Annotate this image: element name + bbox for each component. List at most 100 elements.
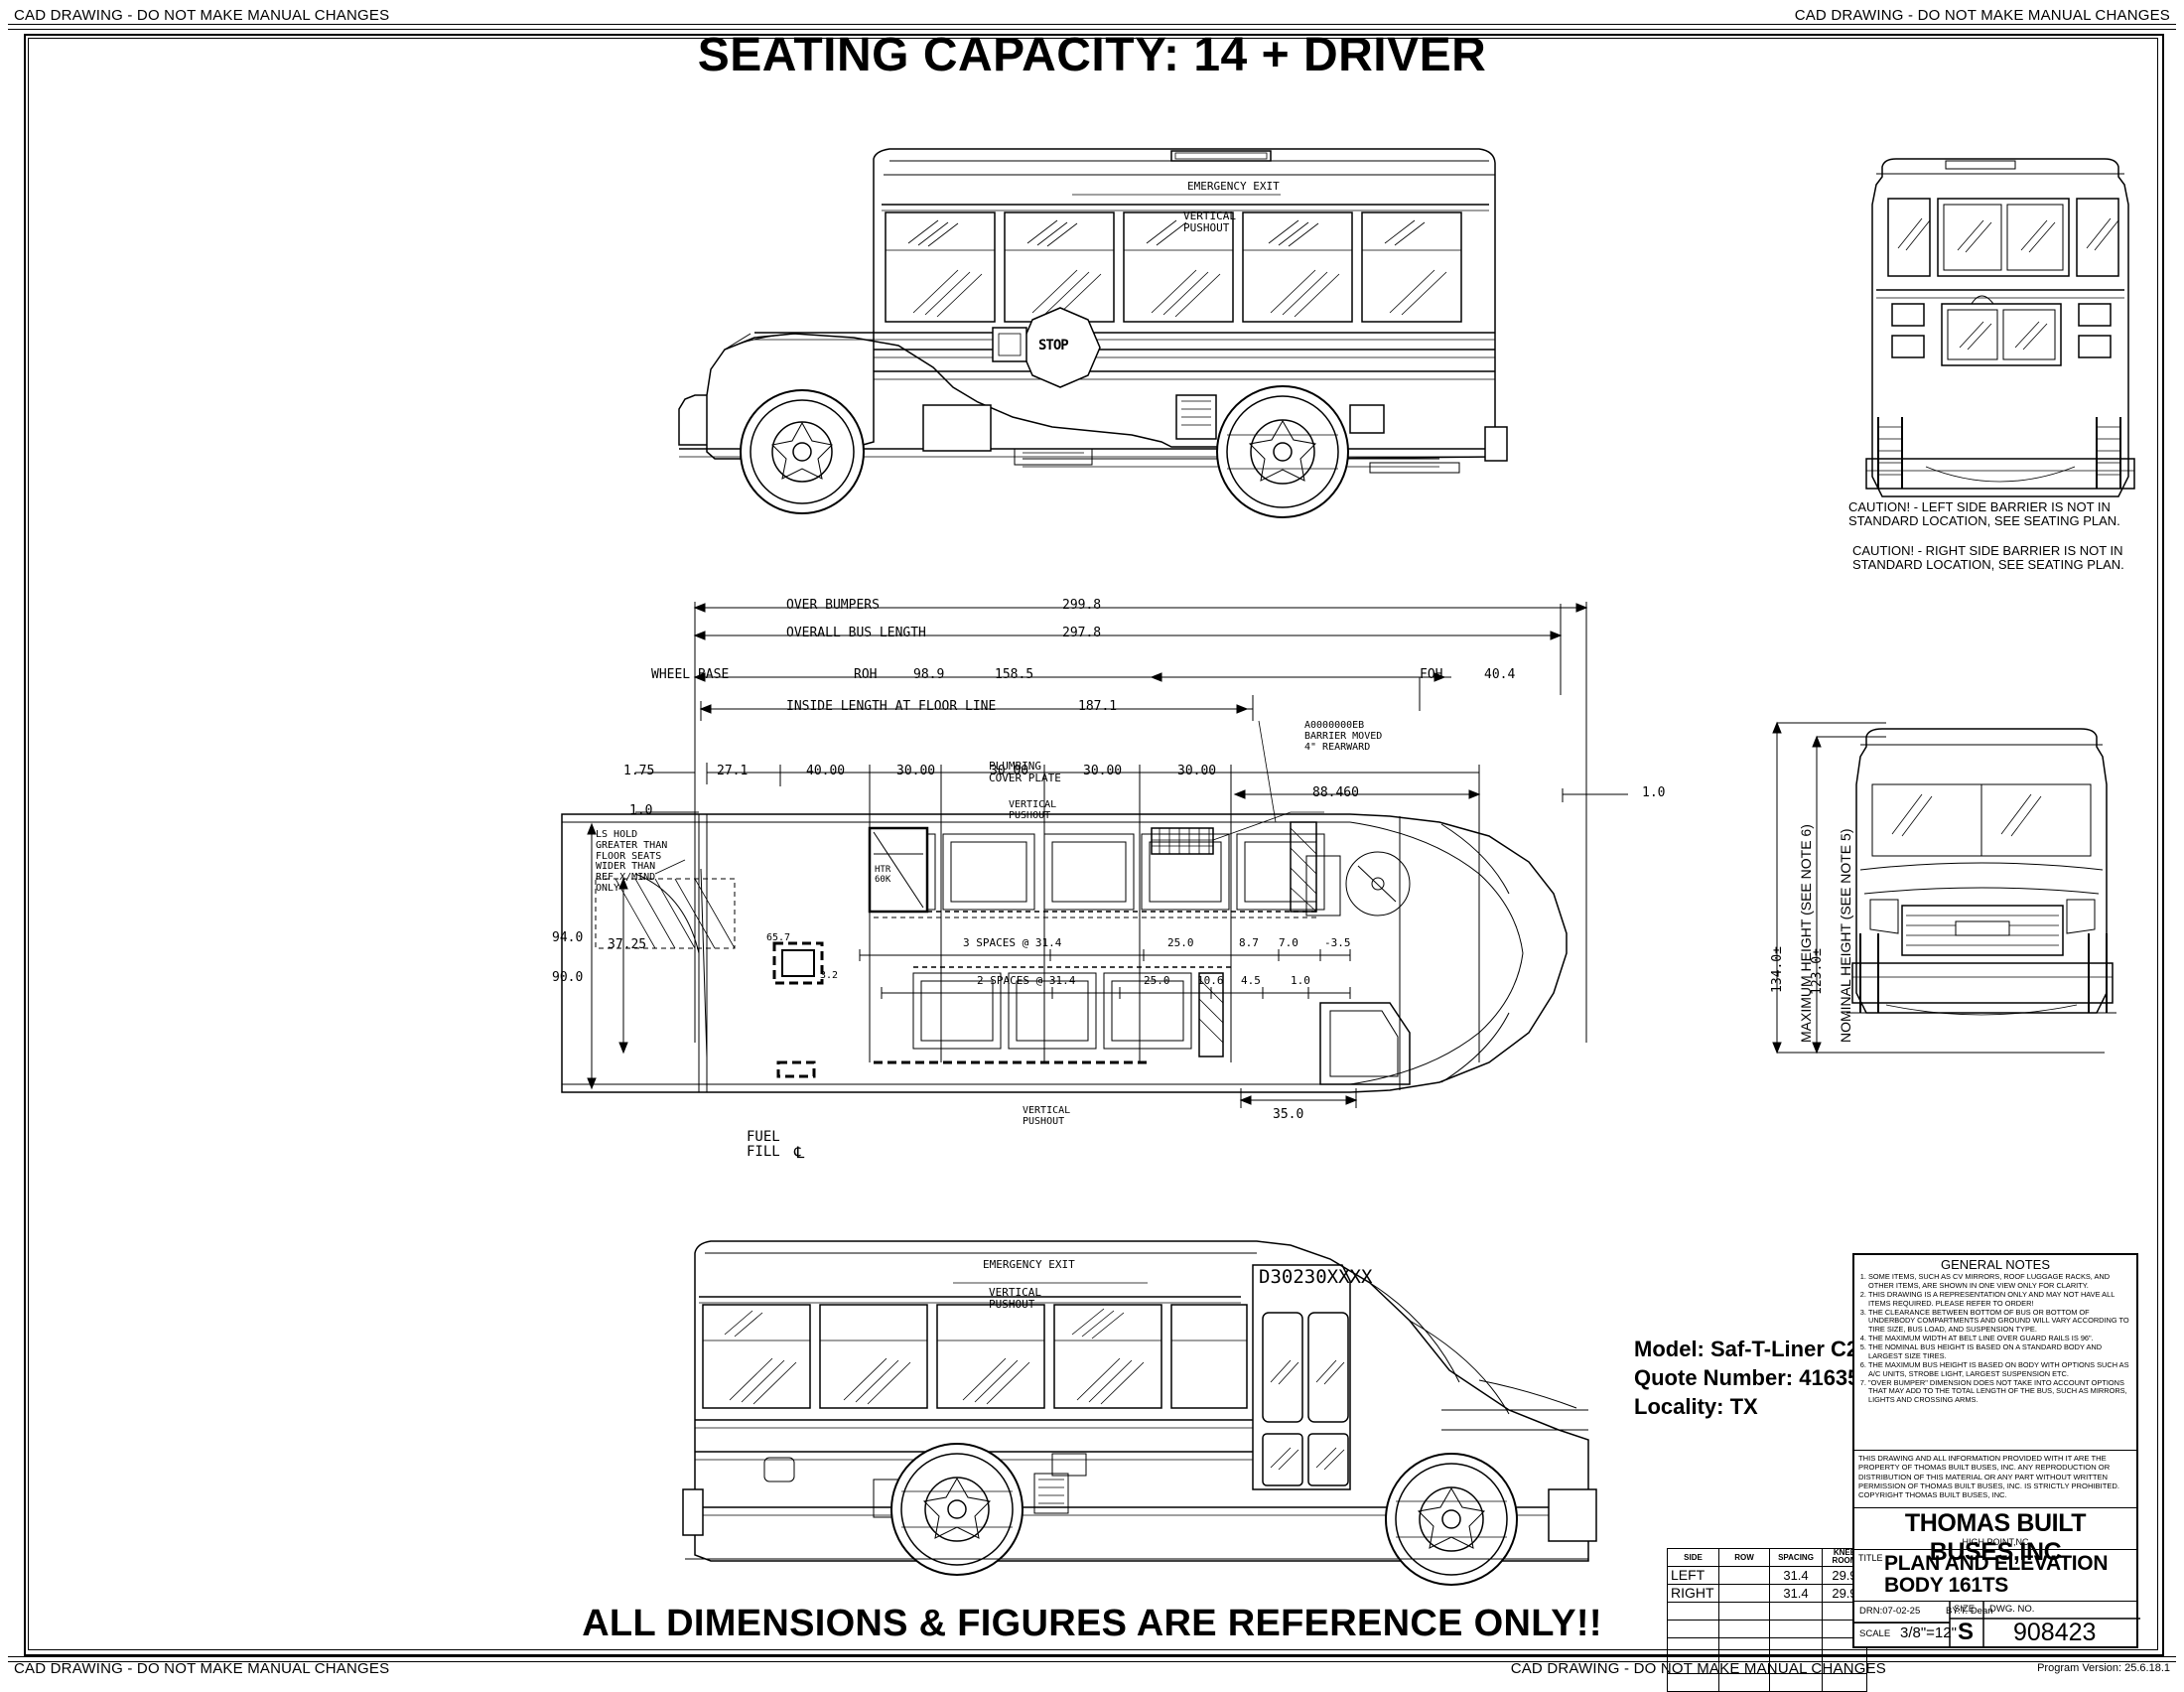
left-row-dim-7-0: 7.0 <box>1279 936 1298 949</box>
top-border-line-2 <box>8 29 2176 30</box>
watermark-top-left: CAD DRAWING - DO NOT MAKE MANUAL CHANGES <box>14 7 390 24</box>
model-name: Model: Saf-T-Liner C2 <box>1634 1337 1859 1361</box>
dim-wheelbase-value: 158.5 <box>995 667 1034 682</box>
title-field-label: TITLE <box>1858 1553 1883 1563</box>
table-row <box>1667 1654 1867 1674</box>
heater-label: HTR 60K <box>875 865 891 885</box>
cell-side: RIGHT <box>1667 1583 1719 1603</box>
cell-spacing: 31.4 <box>1769 1583 1823 1603</box>
dim-roh-value: 98.9 <box>913 667 945 682</box>
barrier-moved-note: A0000000EB BARRIER MOVED 4" REARWARD <box>1304 720 1383 753</box>
dim-over-bumpers-value: 299.8 <box>1062 598 1102 613</box>
size-value: S <box>1958 1619 1975 1645</box>
program-version: Program Version: 25.6.18.1 <box>2037 1662 2170 1674</box>
dim-37-25: 37.25 <box>608 937 647 952</box>
company-name: THOMAS BUILT BUSES,INC <box>1904 1509 2087 1566</box>
dim-wheelbase-label: WHEEL BASE <box>651 667 730 682</box>
drawing-title: PLAN AND ELEVATION BODY 161TS <box>1884 1552 2109 1598</box>
dim-width-94-0: 94.0 <box>552 930 584 945</box>
dwg-no-value: 908423 <box>2013 1619 2097 1646</box>
top-border-line <box>8 24 2176 25</box>
note-item: SOME ITEMS, SUCH AS CV MIRRORS, ROOF LUG… <box>1868 1272 2137 1291</box>
dim-inside-length-label: INSIDE LENGTH AT FLOOR LINE <box>786 699 997 714</box>
plan-vertical-pushout-top: VERTICAL PUSHOUT <box>1009 799 1057 821</box>
general-notes-list: SOME ITEMS, SUCH AS CV MIRRORS, ROOF LUG… <box>1857 1272 2137 1406</box>
dim-chain-27-1: 27.1 <box>717 764 749 778</box>
dim-width-90-0: 90.0 <box>552 970 584 985</box>
copyright-text: THIS DRAWING AND ALL INFORMATION PROVIDE… <box>1858 1454 2120 1499</box>
dim-foh-value: 40.4 <box>1484 667 1516 682</box>
note-item: "OVER BUMPER" DIMENSION DOES NOT TAKE IN… <box>1868 1378 2137 1406</box>
note-item: THE NOMINAL BUS HEIGHT IS BASED ON A STA… <box>1868 1342 2137 1361</box>
dim-foh-label: FOH <box>1420 667 1443 682</box>
dim-chain-30-00-c: 30.00 <box>1083 764 1123 778</box>
right-row-spacing-note: 2 SPACES @ 31.4 <box>977 974 1076 987</box>
quote-number: Quote Number: 416353 <box>1634 1365 1872 1391</box>
dim-chain-30-00-b: 30.00 <box>990 764 1029 778</box>
dim-inside-length-value: 187.1 <box>1078 699 1118 714</box>
dim-chain-1-75: 1.75 <box>623 764 655 778</box>
table-row <box>1667 1619 1867 1638</box>
cell-row <box>1718 1583 1770 1603</box>
dim-over-bumpers-label: OVER BUMPERS <box>786 598 880 613</box>
watermark-bottom-left: CAD DRAWING - DO NOT MAKE MANUAL CHANGES <box>14 1660 390 1677</box>
note-item: THIS DRAWING IS A REPRESENTATION ONLY AN… <box>1868 1290 2137 1309</box>
divider-company <box>1854 1507 2136 1508</box>
general-notes-heading: GENERAL NOTES <box>1940 1257 2051 1272</box>
dim-chain-40-00: 40.00 <box>806 764 846 778</box>
right-row-dim-1-0: 1.0 <box>1291 974 1310 987</box>
size-label: SIZE <box>1954 1604 1976 1615</box>
bottom-vertical-pushout-label: VERTICAL PUSHOUT <box>989 1286 1041 1311</box>
dim-88-460: 88.460 <box>1312 785 1359 800</box>
locality: Locality: TX <box>1634 1394 1758 1420</box>
right-row-dim-25: 25.0 <box>1144 974 1170 987</box>
fuel-fill-centerline-icon: ℄ <box>794 1143 805 1162</box>
drawing-frame-outer <box>24 34 2164 1656</box>
seating-table-body: LEFT 31.4 29.9 RIGHT 31.4 29.9 <box>1667 1565 1867 1692</box>
th-spacing: SPACING <box>1769 1548 1823 1567</box>
table-row: RIGHT 31.4 29.9 <box>1667 1583 1867 1603</box>
bottom-border-line <box>8 1656 2176 1657</box>
body-number-label: D30230XXXX <box>1259 1266 1373 1288</box>
cell-side: LEFT <box>1667 1565 1719 1585</box>
caution-right-barrier-note: CAUTION! - RIGHT SIDE BARRIER IS NOT IN … <box>1852 543 2124 573</box>
side-vertical-pushout-label: VERTICAL PUSHOUT <box>1183 210 1236 234</box>
company-city: HIGH POINT,NC <box>1962 1537 2029 1547</box>
scale-value: 3/8"=12" <box>1900 1624 1957 1641</box>
plan-vertical-pushout-bottom: VERTICAL PUSHOUT <box>1023 1105 1071 1127</box>
dim-overall-length-value: 297.8 <box>1062 626 1102 640</box>
left-row-dim-neg-3-5: -3.5 <box>1324 936 1351 949</box>
title-block: GENERAL NOTES SOME ITEMS, SUCH AS CV MIR… <box>1852 1253 2140 1648</box>
th-row: ROW <box>1718 1548 1770 1567</box>
plumbing-cover-plate-label: PLUMBING COVER PLATE <box>989 760 1061 784</box>
caution-left-barrier-note: CAUTION! - LEFT SIDE BARRIER IS NOT IN S… <box>1848 499 2120 529</box>
left-row-dim-8-7: 8.7 <box>1239 936 1259 949</box>
fuel-fill-label: FUEL FILL <box>747 1129 780 1161</box>
note-item: THE MAXIMUM BUS HEIGHT IS BASED ON BODY … <box>1868 1360 2137 1379</box>
plan-left-note: LS HOLD GREATER THAN FLOOR SEATS WIDER T… <box>596 829 668 894</box>
cell-row <box>1718 1565 1770 1585</box>
divider-notes <box>1854 1450 2136 1451</box>
dim-chain-30-00-d: 30.00 <box>1177 764 1217 778</box>
dim-65-7: 65.7 <box>766 932 791 943</box>
dim-3-2: 3.2 <box>820 970 839 981</box>
watermark-top-right: CAD DRAWING - DO NOT MAKE MANUAL CHANGES <box>1794 7 2170 24</box>
left-row-spacing-note: 3 SPACES @ 31.4 <box>963 936 1062 949</box>
model-info-block: Model: Saf-T-Liner C2 Quote Number: 4163… <box>1634 1335 1872 1421</box>
bottom-border-line-2 <box>8 1661 2176 1662</box>
note-item: THE MAXIMUM WIDTH AT BELT LINE OVER GUAR… <box>1868 1334 2137 1343</box>
drawing-title-line1: PLAN AND ELEVATION <box>1884 1552 2109 1575</box>
drawing-title-line2: BODY 161TS <box>1884 1574 2008 1598</box>
dim-35-0: 35.0 <box>1273 1107 1304 1122</box>
right-row-dim-10-6: 10.6 <box>1197 974 1224 987</box>
table-row <box>1667 1672 1867 1692</box>
divider-title <box>1854 1549 2136 1550</box>
right-row-dim-4-5: 4.5 <box>1241 974 1261 987</box>
